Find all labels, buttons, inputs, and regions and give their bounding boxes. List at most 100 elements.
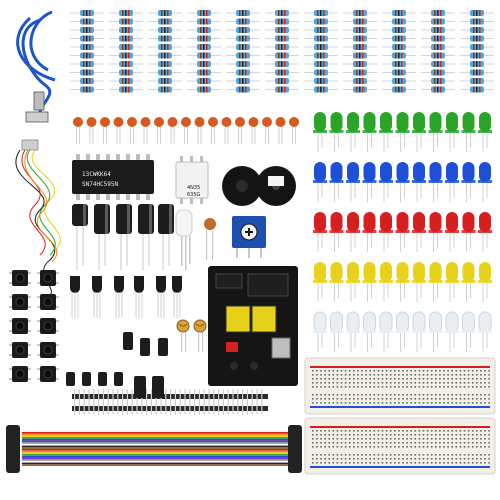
push-button-icon — [37, 366, 59, 382]
resistor-icon — [226, 35, 260, 42]
led-icon — [412, 311, 426, 352]
led-icon — [346, 162, 360, 202]
breadboard-icon — [304, 357, 496, 475]
resistor-icon — [460, 35, 494, 42]
photoresistor-icon — [176, 319, 207, 352]
transistor-icon — [114, 276, 124, 318]
resistor-icon — [109, 10, 143, 16]
ceramic-capacitor-icon — [73, 117, 83, 144]
led-icon — [362, 212, 377, 252]
resistor-icon — [70, 69, 104, 76]
resistor-icon — [109, 86, 143, 93]
led-icon — [428, 162, 443, 202]
resistor-icon — [460, 44, 494, 50]
usb-cable-icon — [16, 10, 56, 123]
resistor-icon — [70, 61, 104, 67]
resistor-icon — [460, 61, 494, 67]
resistor-icon — [148, 44, 182, 50]
resistor-icon — [148, 27, 182, 33]
resistor-icon — [304, 18, 338, 25]
led-icon — [445, 212, 459, 252]
resistor-icon — [148, 61, 182, 67]
resistor-icon — [187, 18, 221, 25]
led-icon — [395, 311, 410, 352]
push-button-icon — [37, 342, 59, 358]
resistor-icon — [382, 18, 416, 25]
led-icon — [478, 162, 492, 202]
ceramic-capacitor-icon — [221, 117, 232, 144]
led-icon — [313, 262, 327, 302]
led-icon — [329, 262, 344, 302]
resistor-icon — [265, 44, 299, 50]
resistor-icon — [109, 52, 143, 59]
led-icon — [379, 212, 393, 252]
ceramic-capacitor-icon — [127, 117, 137, 144]
resistor-icon — [421, 61, 455, 67]
resistor-icon — [421, 78, 455, 84]
header-pins-icon — [72, 389, 268, 415]
led-icon — [412, 162, 426, 202]
led-icon — [461, 112, 476, 152]
led-icon — [412, 212, 426, 252]
led-icon — [461, 262, 476, 302]
resistor-icon — [421, 35, 455, 42]
push-button-group — [9, 270, 59, 382]
resistor-icon — [265, 18, 299, 25]
resistor-icon — [226, 18, 260, 25]
led-icon — [478, 262, 492, 302]
ceramic-capacitor-icon — [154, 117, 164, 144]
led-icon — [346, 262, 360, 302]
electrolytic-capacitor-icon — [138, 204, 154, 270]
transistor-icon — [70, 276, 80, 318]
ceramic-capacitor-icon — [140, 117, 151, 144]
resistor-icon — [460, 18, 494, 25]
led-icon — [428, 311, 443, 352]
resistor-icon — [343, 78, 377, 84]
resistor-icon — [226, 78, 260, 84]
transistor-group — [70, 276, 182, 318]
resistor-icon — [148, 10, 182, 16]
resistor-icon — [265, 27, 299, 33]
resistor-icon — [304, 27, 338, 33]
thermistor-icon — [204, 218, 216, 260]
led-icon — [379, 162, 393, 202]
resistor-icon — [382, 10, 416, 16]
resistor-icon — [421, 44, 455, 50]
opto-marking-line1: 4N35 — [187, 185, 200, 191]
resistor-icon — [382, 78, 416, 84]
resistor-icon — [421, 52, 455, 59]
resistor-icon — [382, 86, 416, 93]
resistor-array — [70, 10, 494, 93]
ceramic-capacitor-icon — [100, 117, 110, 144]
resistor-icon — [304, 69, 338, 76]
push-button-icon — [37, 318, 59, 334]
resistor-icon — [187, 61, 221, 67]
resistor-icon — [382, 52, 416, 59]
resistor-icon — [265, 61, 299, 67]
resistor-icon — [460, 27, 494, 33]
led-icon — [445, 311, 459, 352]
led-icon — [478, 311, 492, 352]
transistor-icon — [134, 276, 144, 318]
optocoupler-icon: 4N35 635G — [175, 156, 209, 204]
resistor-icon — [109, 69, 143, 76]
resistor-icon — [460, 78, 494, 84]
led-icon — [428, 112, 443, 152]
potentiometer-icon — [232, 216, 266, 258]
ceramic-capacitor-icon — [113, 117, 124, 144]
resistor-icon — [460, 86, 494, 93]
ceramic-capacitor-icon — [262, 117, 272, 144]
resistor-icon — [70, 44, 104, 50]
resistor-icon — [382, 69, 416, 76]
led-icon — [445, 262, 459, 302]
resistor-icon — [343, 18, 377, 25]
led-icon — [346, 112, 360, 152]
electrolytic-capacitor-group — [72, 204, 174, 270]
resistor-icon — [70, 18, 104, 25]
opto-marking-line2: 635G — [187, 192, 201, 198]
led-icon — [362, 112, 377, 152]
ceramic-capacitor-icon — [248, 117, 259, 144]
ceramic-capacitor-icon — [289, 117, 299, 144]
resistor-icon — [187, 35, 221, 42]
